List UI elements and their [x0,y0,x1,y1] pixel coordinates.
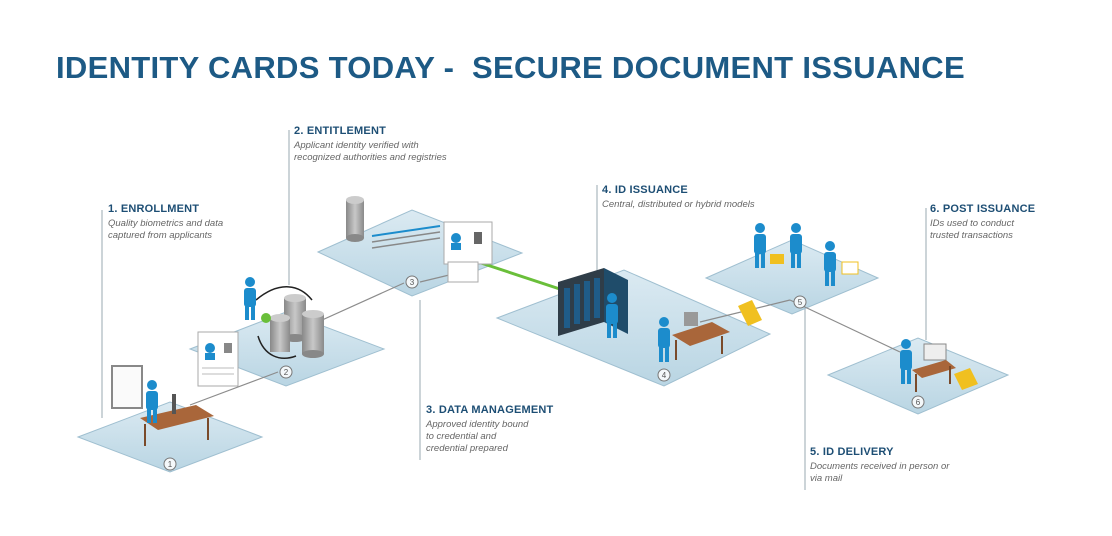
person-icon [754,223,766,268]
printer-machine-icon [558,268,628,336]
page-title: IDENTITY CARDS TODAY - SECURE DOCUMENT I… [56,50,965,85]
svg-text:2: 2 [284,368,289,377]
id-card-icon [770,254,784,264]
step-badge-6: 6 [911,395,925,409]
step-heading: 1. ENROLLMENT [108,203,200,215]
desk [140,405,214,430]
desk [672,322,730,346]
step-badge-3: 3 [405,275,419,289]
id-card-icon [954,368,978,390]
id-document-icon [197,331,239,387]
step-label-post-issuance: 6. POST ISSUANCE IDs used to conduct tru… [930,203,1035,242]
server-icon [346,196,364,242]
card-printer-icon [684,312,698,326]
camera-icon [172,394,176,414]
platform-data-management [316,209,524,297]
step-label-data-management: 3. DATA MANAGEMENT Approved identity bou… [426,404,553,455]
step-heading: 2. ENTITLEMENT [294,125,387,137]
step-label-issuance: 4. ID ISSUANCE Central, distributed or h… [602,184,755,211]
person-icon [658,317,670,362]
step-badges: 1 2 3 4 5 6 [163,275,925,471]
step-badge-2: 2 [279,365,293,379]
leader-lines [101,130,927,490]
svg-text:6: 6 [916,398,921,407]
enrollment-scene [111,365,214,446]
id-card-icon [841,261,859,275]
step-description: Central, distributed or hybrid models [602,199,755,210]
person-icon [146,380,158,423]
svg-text:1: 1 [168,460,173,469]
svg-text:3: 3 [410,278,415,287]
step-description: Documents received in person or via mail [810,461,950,484]
check-icon [261,313,271,323]
step-heading: 6. POST ISSUANCE [930,203,1036,215]
step-label-delivery: 5. ID DELIVERY Documents received in per… [810,446,949,485]
step-heading: 3. DATA MANAGEMENT [426,404,554,416]
person-icon [790,223,802,268]
data-management-scene [346,196,493,283]
step-description: Quality biometrics and data captured fro… [108,218,224,241]
step-heading: 5. ID DELIVERY [810,446,894,458]
step-description: Approved identity bound to credential an… [426,419,529,454]
database-icon [270,294,324,358]
person-icon [606,293,618,338]
entitlement-scene [197,277,324,387]
person-icon [824,241,836,286]
step-label-enrollment: 1. ENROLLMENT Quality biometrics and dat… [108,203,223,242]
issuance-scene [558,268,730,362]
step-description: Applicant identity verified with recogni… [294,140,447,163]
desk [912,360,956,378]
step-label-entitlement: 2. ENTITLEMENT Applicant identity verifi… [294,125,447,164]
step-badge-4: 4 [657,368,671,382]
person-icon [900,339,912,384]
svg-text:4: 4 [662,371,667,380]
terminal-icon [923,343,947,361]
step-heading: 4. ID ISSUANCE [602,184,688,196]
step-description: IDs used to conduct trusted transactions [930,218,1014,241]
platform-post-issuance [826,337,1010,415]
post-issuance-scene [900,339,978,392]
platform-enrollment [76,401,264,473]
svg-text:5: 5 [798,298,803,307]
person-icon [244,277,256,320]
id-card-icon [738,300,762,326]
delivery-scene [738,223,859,326]
camera-backdrop [111,365,143,409]
step-badge-5: 5 [793,295,807,309]
step-badge-1: 1 [163,457,177,471]
